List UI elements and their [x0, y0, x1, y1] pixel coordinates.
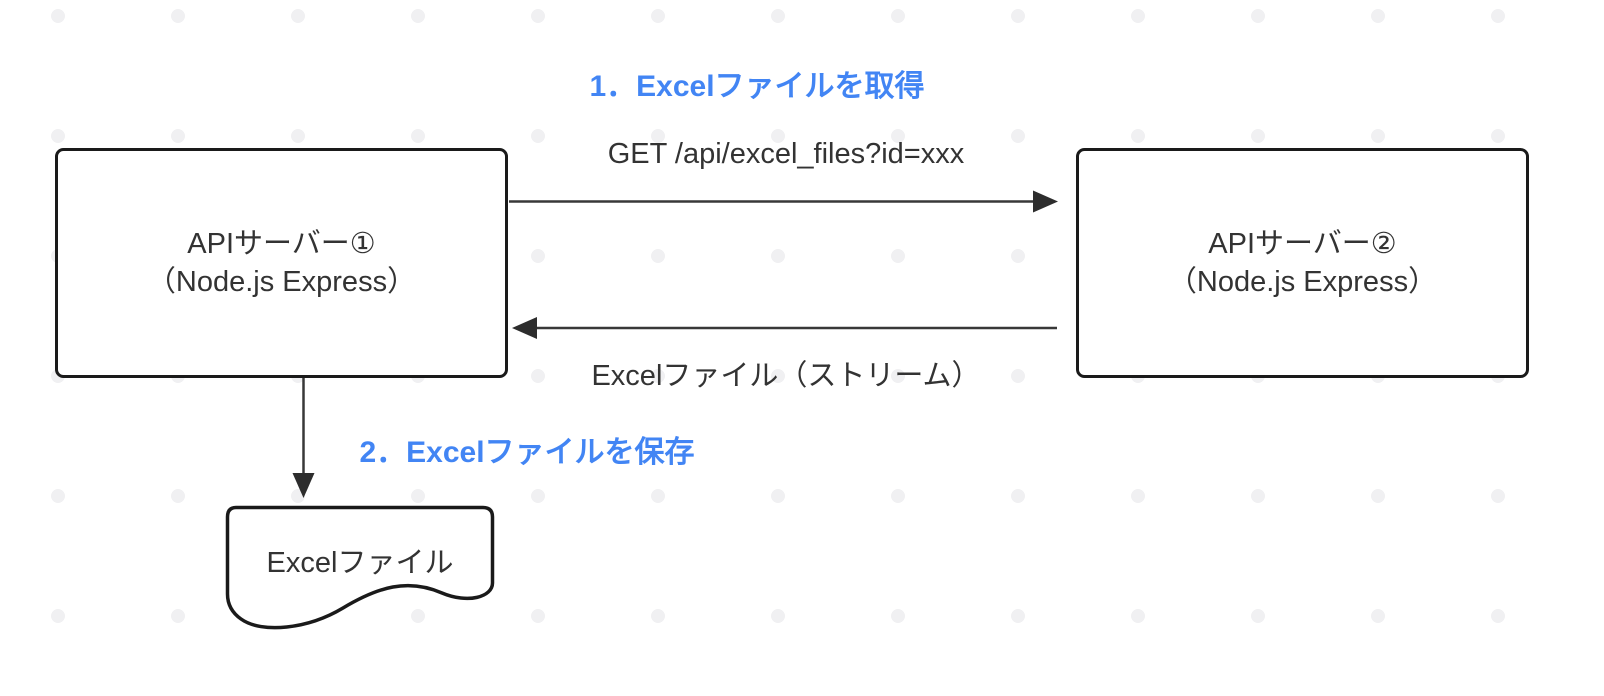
save-arrowhead-icon [292, 473, 315, 498]
server1-name: APIサーバー① [187, 228, 375, 260]
response-arrowhead-icon [512, 317, 537, 339]
server1-node: APIサーバー① （Node.js Express） [55, 148, 508, 378]
step2-label: 2．Excelファイルを保存 [359, 436, 694, 469]
document-label: Excelファイル [267, 547, 454, 579]
server2-box [1076, 148, 1529, 378]
document-shape-icon [225, 505, 495, 630]
step1-label: 1．Excelファイルを取得 [589, 70, 924, 103]
server1-box [55, 148, 508, 378]
excel-file-node: Excelファイル [225, 505, 495, 630]
server2-subtitle: （Node.js Express） [1168, 266, 1437, 298]
response-arrow [512, 317, 1057, 339]
response-label: Excelファイル（ストリーム） [591, 360, 980, 392]
save-arrow [292, 378, 315, 498]
request-label: GET /api/excel_files?id=xxx [608, 138, 965, 170]
server1-subtitle: （Node.js Express） [147, 266, 416, 298]
server2-node: APIサーバー② （Node.js Express） [1076, 148, 1529, 378]
request-arrowhead-icon [1033, 190, 1058, 213]
server2-name: APIサーバー② [1208, 228, 1396, 260]
request-arrow [509, 190, 1058, 213]
